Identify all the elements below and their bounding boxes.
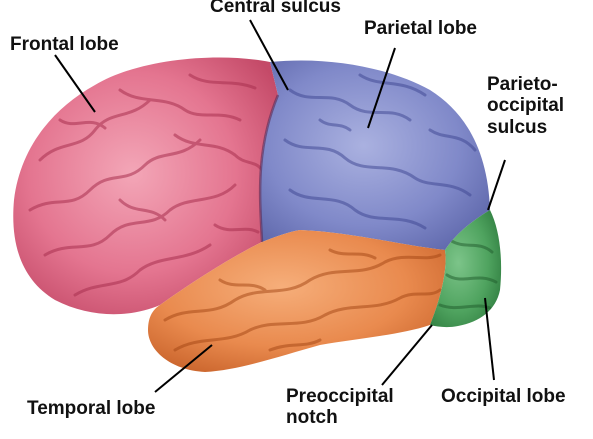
leader-occipital-lobe	[484, 297, 495, 381]
label-central-sulcus: Central sulcus	[210, 0, 341, 17]
label-preoccipital-line-2: notch	[286, 407, 338, 429]
label-temporal-lobe: Temporal lobe	[27, 398, 156, 419]
leader-temporal-lobe	[154, 344, 213, 393]
leader-lines	[54, 19, 506, 393]
label-parieto-line-1: Parieto-	[487, 74, 558, 95]
occipital-lobe-region	[430, 210, 502, 328]
label-preoccipital-line-1: Preoccipital	[286, 386, 394, 407]
leader-parietal-lobe	[367, 47, 396, 129]
parietal-lobe-region	[258, 60, 490, 250]
label-occipital-lobe: Occipital lobe	[441, 386, 566, 407]
label-preoccipital-notch: Preoccipital notch	[286, 386, 394, 429]
leader-frontal-lobe	[54, 54, 96, 113]
label-parieto-line-2: occipital	[487, 95, 565, 117]
label-parieto-line-3: sulcus	[487, 116, 548, 138]
label-parieto-occipital-sulcus: Parieto- occipital sulcus	[487, 74, 564, 138]
leader-preoccipital-notch	[381, 324, 433, 386]
label-frontal-lobe: Frontal lobe	[10, 34, 119, 55]
frontal-lobe-region	[13, 57, 278, 315]
leader-parieto-occipital-sulcus	[487, 159, 506, 211]
leader-central-sulcus	[249, 19, 289, 91]
label-parietal-lobe: Parietal lobe	[364, 18, 477, 39]
temporal-lobe-region	[148, 230, 446, 372]
